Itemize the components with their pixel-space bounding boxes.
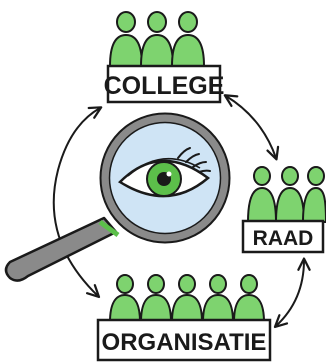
organisatie-group: ORGANISATIE xyxy=(96,274,272,362)
person-icon xyxy=(274,166,306,223)
organisatie-people xyxy=(108,274,266,323)
person-icon xyxy=(301,166,326,223)
organisatie-label: ORGANISATIE xyxy=(102,329,267,356)
person-icon xyxy=(246,166,278,223)
person-icon xyxy=(139,11,175,67)
cycle-arrows xyxy=(52,94,311,329)
college-group: COLLEGE xyxy=(104,11,225,104)
eyelashes xyxy=(177,147,211,173)
arrow-organisatie-to-college xyxy=(52,106,103,299)
magnifier-handle xyxy=(4,216,120,282)
college-label: COLLEGE xyxy=(104,72,225,100)
arrow-raad-to-organisatie xyxy=(273,257,311,329)
college-people xyxy=(108,11,206,67)
raad-group: RAAD xyxy=(241,166,326,254)
person-icon xyxy=(170,274,204,323)
college-label-box xyxy=(106,64,222,104)
raad-label-box xyxy=(241,219,325,254)
raad-people xyxy=(246,166,326,223)
magnifying-glass-eye-icon xyxy=(4,112,231,282)
person-icon xyxy=(170,11,206,67)
person-icon xyxy=(108,274,142,323)
organisatie-label-box xyxy=(96,318,272,362)
raad-label: RAAD xyxy=(253,227,314,250)
person-icon xyxy=(201,274,235,323)
person-icon xyxy=(139,274,173,323)
arrow-college-to-raad xyxy=(223,94,280,161)
person-icon xyxy=(232,274,266,323)
eye-icon xyxy=(118,147,211,198)
person-icon xyxy=(108,11,144,67)
